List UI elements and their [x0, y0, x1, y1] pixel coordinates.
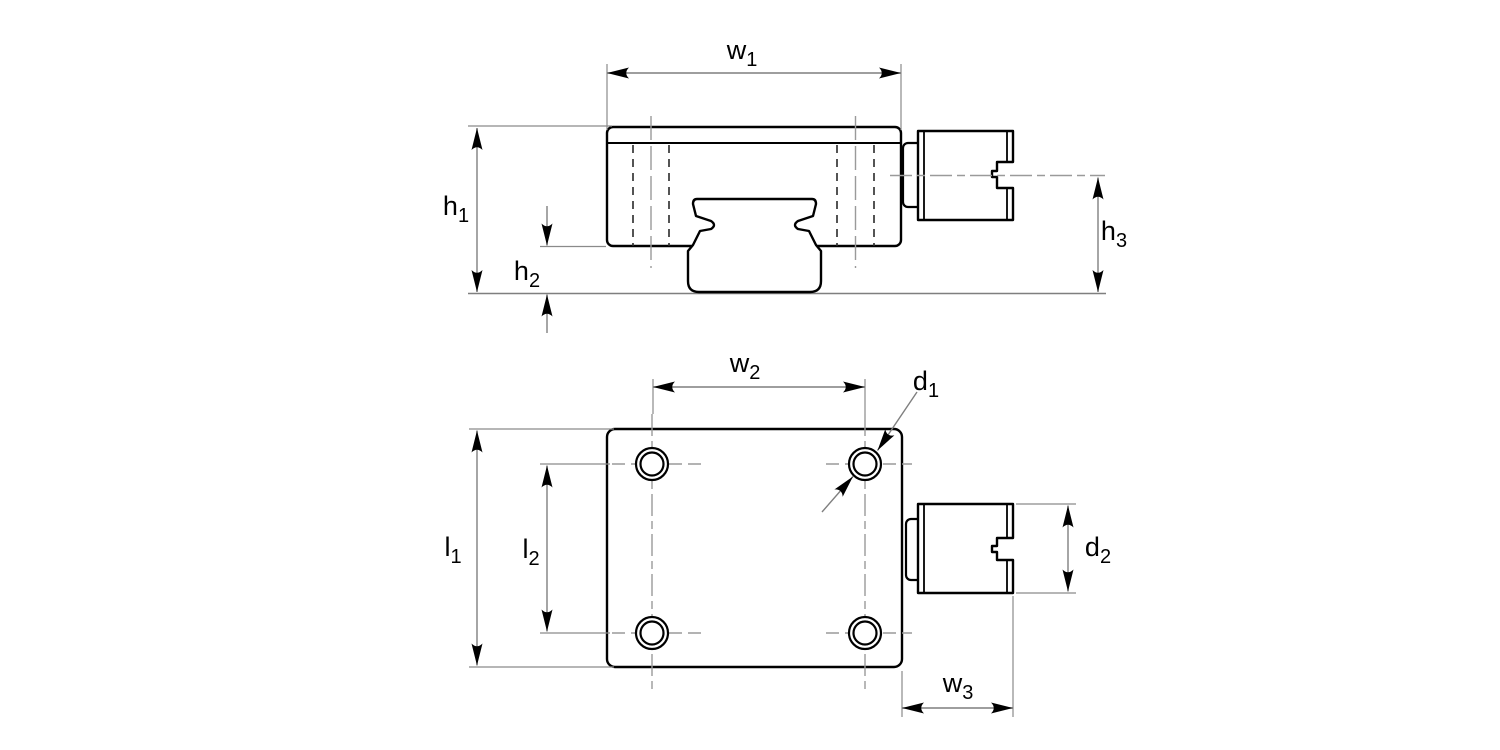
carriage-plate [605, 427, 904, 669]
mounting-hole-top-left [634, 446, 670, 482]
d2-label: d2 [1085, 532, 1111, 568]
dimension-l1: l1 [444, 428, 614, 668]
grease-nipple-body [916, 129, 1015, 222]
dimension-h3: h3 [1092, 177, 1127, 292]
hole-inner-circle [852, 451, 878, 477]
w3-label: w3 [942, 668, 974, 704]
hole-inner-circle [852, 620, 878, 646]
hole-inner-circle [639, 451, 665, 477]
mounting-hole-bottom-right [847, 615, 883, 651]
w1-label: w1 [726, 35, 758, 71]
mounting-hole-top-right [847, 446, 883, 482]
h2-label: h2 [514, 256, 540, 292]
mounting-hole-bottom-left [634, 615, 670, 651]
l2-label: l2 [522, 534, 539, 570]
dimension-d1: d1 [821, 366, 939, 513]
l1-label: l1 [444, 532, 461, 568]
d1-label: d1 [913, 366, 939, 402]
side-view: w1 h1 h2 h3 [443, 35, 1127, 333]
hole-inner-circle [639, 620, 665, 646]
d1-leader-tail [821, 476, 854, 513]
w2-label: w2 [729, 348, 761, 384]
dimension-l2: l2 [522, 463, 610, 634]
dimension-d2: d2 [1016, 503, 1111, 594]
plan-view: w2 d1 l1 l2 d2 [444, 348, 1111, 717]
dimension-w2: w2 [652, 348, 866, 414]
rail-profile [686, 197, 823, 294]
h3-label: h3 [1101, 216, 1127, 252]
dimension-h1: h1 [443, 125, 612, 292]
dimension-w3: w3 [901, 596, 1014, 717]
dimension-w1: w1 [606, 35, 902, 130]
h1-label: h1 [443, 191, 469, 227]
dimension-h2: h2 [514, 206, 606, 333]
grease-nipple-body [916, 502, 1015, 595]
d1-leader-line [876, 391, 918, 451]
